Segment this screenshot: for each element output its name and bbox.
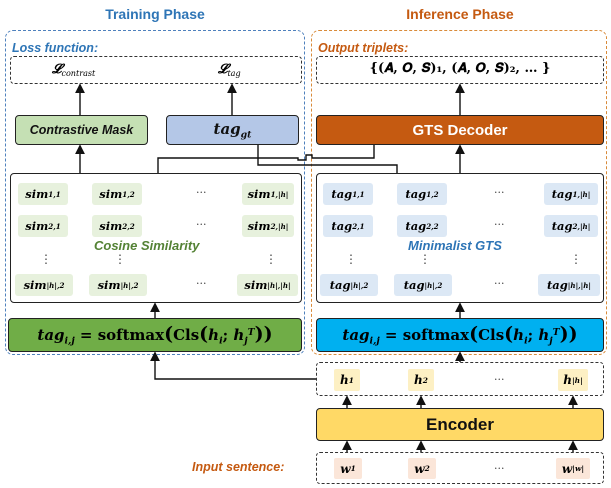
tag-cell-h-2: tag|h|,2 [394, 274, 452, 296]
line-tag-matrix-to-tag-loss [257, 145, 398, 173]
output-triplets-label: Output triplets: [318, 41, 409, 55]
inference-formula: tagi,j = softmax(Cls(hi; hjT)) [342, 323, 578, 347]
training-formula-hi: h [208, 326, 220, 345]
training-formula-eq: = softmax [74, 326, 165, 345]
gts-decoder-label: GTS Decoder [412, 121, 508, 139]
contrastive-loss-subscript: contrast [61, 68, 96, 78]
contrastive-loss-symbol: 𝓛 [52, 62, 62, 77]
training-formula: tagi,j = softmax(Cls(hi; hjT)) [37, 323, 273, 347]
tag-gt-subscript: gt [240, 129, 252, 141]
sim-vdots-2: ⋮ [114, 252, 126, 266]
inference-formula-cls: Cls [478, 326, 505, 345]
sim-vdots-1: ⋮ [40, 252, 52, 266]
hidden-states-row [316, 362, 604, 396]
training-formula-cls: Cls [173, 326, 200, 345]
encoder-box: Encoder [316, 408, 604, 441]
tag-cell-h-h: tag|h|,|h| [538, 274, 600, 296]
inference-formula-hj: h [538, 326, 550, 345]
tag-loss: 𝓛tag [218, 62, 241, 78]
training-formula-sep: ; [222, 326, 234, 345]
training-formula-tag: tag [37, 326, 65, 345]
sim-dots-4: ··· [196, 277, 207, 290]
sim-vdots-3: ⋮ [265, 252, 277, 266]
gts-decoder-box: GTS Decoder [316, 115, 604, 145]
training-formula-hi-sub: i [219, 335, 223, 347]
contrastive-mask-label: Contrastive Mask [29, 123, 134, 137]
inference-formula-hj-sub: j [549, 335, 553, 347]
tag-vdots-1: ⋮ [345, 252, 357, 266]
token-dots: ··· [494, 462, 505, 475]
hidden-dots: ··· [494, 373, 505, 386]
line-hidden-to-train-formula [150, 351, 316, 380]
tag-vdots-3: ⋮ [570, 252, 582, 266]
contrastive-mask-box: Contrastive Mask [15, 115, 148, 145]
inference-formula-hi: h [513, 326, 525, 345]
sim-dots-2: ··· [196, 218, 207, 231]
tag-loss-symbol: 𝓛 [218, 62, 228, 77]
tag-gt-label: taggt [214, 120, 252, 140]
tag-dots-1: ··· [494, 186, 505, 199]
input-sentence-label: Input sentence: [192, 460, 285, 474]
loss-function-label: Loss function: [12, 41, 99, 55]
hidden-hh: h|h| [558, 369, 588, 391]
training-formula-box: tagi,j = softmax(Cls(hi; hjT)) [8, 318, 302, 352]
tag-vdots-2: ⋮ [419, 252, 431, 266]
tag-cell-h-1: tag|h|,2 [320, 274, 378, 296]
input-tokens-row [316, 452, 604, 484]
training-formula-hj: h [233, 326, 245, 345]
training-phase-title: Training Phase [105, 6, 205, 22]
tag-gt-text: tag [213, 119, 241, 138]
minimalist-gts-label: Minimalist GTS [408, 238, 502, 253]
training-formula-hj-sub: j [244, 335, 248, 347]
tag-dots-2: ··· [494, 218, 505, 231]
loss-box [10, 56, 302, 84]
output-triplets-text: {(𝑨, 𝑶, 𝑺)₁, (𝑨, 𝑶, 𝑺)₂, … } [369, 61, 551, 76]
sim-cell-h-2: sim|h|,2 [89, 274, 147, 296]
inference-formula-eq: = softmax [379, 326, 470, 345]
line-sim-to-tag-loss [157, 145, 375, 173]
inference-formula-hj-sup: T [552, 327, 560, 339]
inference-formula-ij: i,j [369, 335, 380, 347]
sim-cell-h-h: sim|h|,|h| [237, 274, 298, 296]
inference-phase-title: Inference Phase [406, 6, 514, 22]
inference-formula-sep: ; [527, 326, 539, 345]
tag-loss-subscript: tag [227, 68, 241, 78]
sim-cell-h-1: sim|h|,2 [15, 274, 73, 296]
contrastive-loss: 𝓛contrast [52, 62, 95, 78]
inference-formula-tag: tag [342, 326, 370, 345]
tag-gt-box: taggt [166, 115, 299, 145]
sim-dots-1: ··· [196, 186, 207, 199]
token-ww: w|w| [556, 458, 590, 479]
encoder-label: Encoder [425, 414, 495, 434]
cosine-similarity-label: Cosine Similarity [94, 238, 200, 253]
training-formula-hj-sup: T [247, 327, 255, 339]
inference-formula-hi-sub: i [524, 335, 528, 347]
training-formula-ij: i,j [64, 335, 75, 347]
tag-dots-4: ··· [494, 277, 505, 290]
